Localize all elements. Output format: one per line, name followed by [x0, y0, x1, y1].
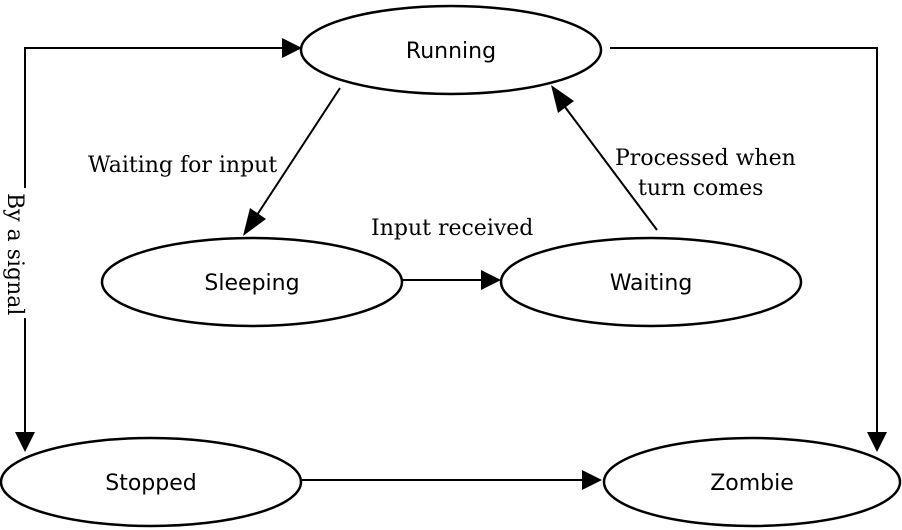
node-sleeping-label: Sleeping — [204, 271, 299, 296]
label-by-a-signal-backing — [14, 188, 36, 318]
label-processed-line1: Processed when — [615, 146, 796, 171]
edge-running-to-zombie — [610, 47, 887, 452]
arrow-to-sleeping-icon — [243, 208, 266, 236]
arrow-to-stopped-icon — [15, 432, 35, 452]
label-processed-line2: turn comes — [638, 176, 763, 201]
node-running: Running — [299, 4, 603, 96]
arrow-to-zombie-icon — [867, 432, 887, 452]
arrow-to-waiting-icon — [481, 270, 501, 290]
node-sleeping: Sleeping — [100, 236, 404, 328]
node-waiting-label: Waiting — [610, 271, 693, 296]
arrow-to-running-icon — [551, 85, 574, 113]
node-stopped-label: Stopped — [105, 471, 196, 496]
arrow-to-zombie-icon — [582, 470, 602, 490]
node-zombie: Zombie — [602, 436, 902, 528]
node-running-label: Running — [406, 39, 496, 64]
edge-waiting-to-running — [551, 85, 658, 231]
edge-running-to-sleeping — [243, 87, 341, 236]
label-by-a-signal: By a signal — [2, 193, 27, 315]
node-waiting: Waiting — [499, 236, 803, 328]
label-waiting-for-input: Waiting for input — [88, 153, 277, 178]
edge-stopped-to-zombie — [302, 470, 602, 490]
node-stopped: Stopped — [0, 436, 303, 528]
arrow-to-running-icon — [282, 38, 302, 58]
edge-sleeping-to-waiting — [400, 270, 501, 290]
label-input-received: Input received — [371, 216, 533, 241]
node-zombie-label: Zombie — [710, 471, 794, 496]
